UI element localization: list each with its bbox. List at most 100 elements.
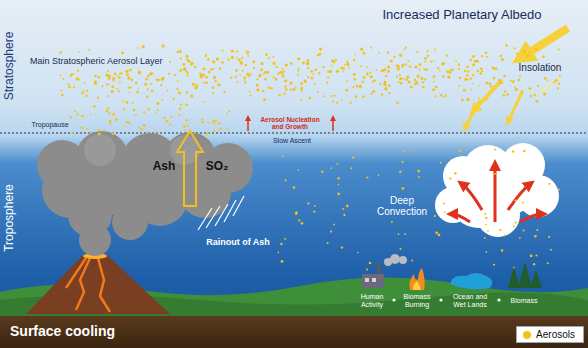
aerosol-dot — [282, 75, 285, 78]
aerosol-dot — [555, 79, 558, 82]
aerosol-dot — [210, 68, 213, 71]
aerosol-dot — [187, 132, 189, 134]
trees-icon — [508, 262, 542, 288]
plume-highlight — [84, 134, 200, 166]
aerosol-dot — [443, 62, 445, 64]
aerosol-dot — [184, 129, 186, 131]
aerosol-dot — [143, 111, 145, 113]
process-label: Deep Convection — [374, 195, 430, 217]
aerosol-dot — [400, 77, 403, 80]
aerosol-dot — [310, 77, 313, 80]
aerosol-dot — [478, 97, 480, 99]
aerosol-dot — [353, 59, 356, 62]
aerosol-dot — [173, 98, 175, 100]
aerosol-dot — [399, 54, 402, 57]
aerosol-dot — [208, 71, 211, 74]
aerosol-dot — [499, 229, 501, 231]
aerosol-dot — [119, 73, 121, 75]
aerosol-dot — [500, 82, 502, 84]
aerosol-dot — [218, 83, 221, 86]
layer-name: Troposphere — [3, 184, 16, 252]
aerosol-dot — [387, 66, 390, 69]
aerosol-dot — [473, 83, 475, 85]
factory-icon — [362, 263, 384, 288]
updraft-arrow — [508, 184, 530, 210]
aerosol-dot — [486, 98, 488, 100]
aerosol-dot — [439, 69, 441, 71]
aerosol-dot — [182, 63, 185, 66]
aerosol-dot — [503, 75, 506, 78]
aerosol-dot — [317, 91, 319, 93]
aerosol-dot — [295, 87, 297, 89]
aerosol-dot — [147, 75, 150, 78]
updraft-arrow — [494, 165, 497, 222]
aerosol-dot — [228, 110, 230, 112]
aerosol-dot — [514, 86, 516, 88]
aerosol-dot — [433, 75, 436, 78]
aerosol-dot — [438, 234, 441, 237]
aerosol-dot — [149, 73, 152, 76]
aerosol-dot — [550, 249, 552, 251]
aerosol-dot — [451, 69, 454, 72]
aerosol-dot — [523, 50, 526, 53]
aerosol-dot — [493, 77, 496, 80]
aerosol-dot — [284, 238, 286, 240]
aerosol-dot — [112, 133, 114, 135]
aerosol-dot — [223, 91, 225, 93]
convection-arrows — [452, 165, 542, 222]
aerosol-dot — [527, 55, 530, 58]
aerosol-dot — [434, 95, 436, 97]
emission-label: SO₂ — [206, 160, 229, 173]
aerosol-dot — [123, 108, 125, 110]
aerosol-dot — [216, 120, 218, 122]
aerosol-dot — [101, 85, 103, 87]
aerosol-dot — [244, 82, 246, 84]
aerosol-dot — [107, 70, 109, 72]
aerosol-dot — [307, 59, 310, 62]
aerosol-dot — [246, 51, 249, 54]
aerosol-dot — [264, 78, 267, 81]
aerosol-dot — [553, 81, 555, 83]
aerosol-dot — [486, 56, 488, 58]
aerosol-dot — [280, 71, 283, 74]
separator-dot — [497, 298, 500, 301]
aerosol-dot — [327, 242, 329, 244]
aerosol-dot — [332, 101, 334, 103]
aerosol-dot — [283, 92, 285, 94]
aerosol-dot — [354, 95, 357, 98]
aerosol-dot — [138, 70, 141, 73]
process-label: Slow Ascent — [273, 137, 311, 145]
fire-icon — [410, 268, 425, 290]
aerosol-dot — [515, 222, 517, 224]
aerosol-dot — [116, 118, 118, 120]
diagram-title: Increased Planetary Albedo — [383, 8, 542, 22]
aerosol-dot — [331, 59, 334, 62]
aerosol-dot — [354, 78, 356, 80]
aerosol-dot — [268, 57, 270, 59]
aerosol-dot — [307, 202, 309, 204]
aerosol-dot — [494, 173, 496, 175]
aerosol-dot — [360, 48, 363, 51]
aerosol-dot — [366, 177, 368, 179]
aerosol-dot — [466, 66, 468, 68]
aerosol-dot — [128, 87, 130, 89]
aerosol-dot — [419, 63, 422, 66]
aerosol-dot — [426, 69, 428, 71]
aerosol-dot — [81, 115, 84, 118]
tree — [530, 270, 542, 288]
aerosol-dot — [458, 85, 460, 87]
factory-window — [365, 278, 369, 282]
volcano-cone — [26, 253, 170, 314]
aerosol-dot — [205, 55, 207, 57]
emission-label: Ash — [153, 160, 176, 173]
aerosol-dot — [160, 84, 162, 86]
aerosol-dot — [218, 122, 220, 124]
aerosol-dot — [362, 95, 365, 98]
aerosol-dot — [441, 62, 444, 65]
aerosol-dot — [442, 96, 444, 98]
aerosol-dot — [494, 67, 497, 70]
aerosol-dot — [404, 233, 406, 235]
aerosol-dot — [486, 82, 489, 85]
